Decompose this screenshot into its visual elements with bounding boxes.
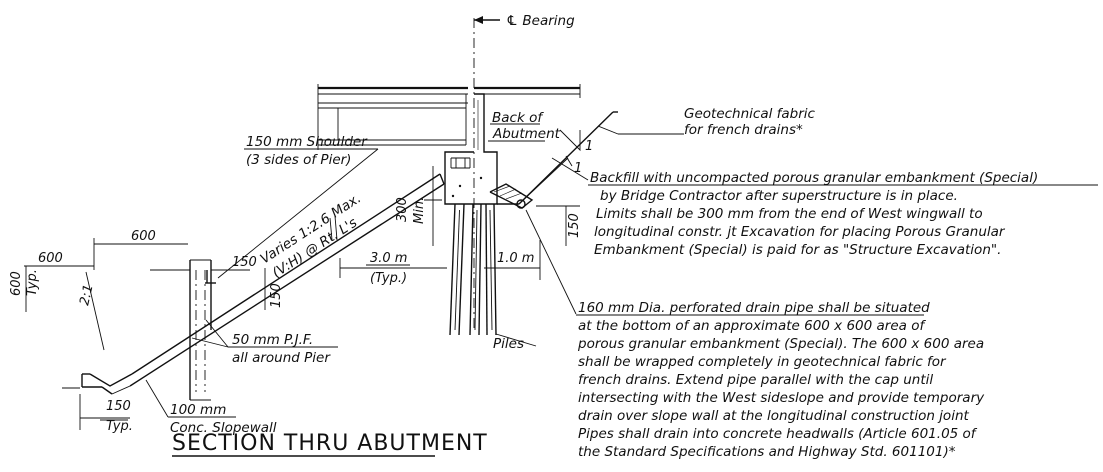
svg-text:150: 150 — [269, 283, 284, 308]
svg-text:shall be wrapped completely in: shall be wrapped completely in geotechni… — [578, 354, 947, 370]
dimensions: 600 600 600 Typ. 2:1 150 150 Typ. 150 30… — [9, 166, 582, 434]
svg-text:intersecting with the West sid: intersecting with the West sideslope and… — [578, 390, 985, 406]
svg-text:Pipes shall drain into concret: Pipes shall drain into concrete headwall… — [578, 426, 978, 442]
svg-text:(Typ.): (Typ.) — [370, 271, 407, 286]
svg-text:1.0 m: 1.0 m — [497, 251, 534, 266]
bearing-centerline: ℄ Bearing — [473, 13, 575, 330]
svg-text:100 mm: 100 mm — [170, 402, 226, 418]
svg-text:Min.: Min. — [412, 197, 427, 224]
svg-text:3.0 m: 3.0 m — [370, 251, 407, 266]
backfill-wedge: 1 1 — [489, 111, 684, 209]
svg-text:600: 600 — [9, 271, 24, 296]
svg-text:the Standard Specifications an: the Standard Specifications and Highway … — [578, 444, 956, 460]
superstructure — [317, 84, 581, 150]
abutment-cap — [444, 93, 498, 205]
piles-label: Piles — [493, 336, 524, 352]
svg-text:600: 600 — [38, 251, 63, 266]
svg-text:Limits shall be 300 mm from th: Limits shall be 300 mm from the end of W… — [596, 206, 983, 222]
svg-text:all around Pier: all around Pier — [232, 350, 331, 366]
pier — [189, 259, 212, 401]
slope-1b: 1 — [574, 161, 582, 176]
svg-text:Abutment: Abutment — [492, 126, 561, 142]
svg-text:at the bottom of an approximat: at the bottom of an approximate 600 x 60… — [578, 318, 926, 334]
section-title: SECTION THRU ABUTMENT — [172, 431, 488, 457]
svg-text:Conc. Slopewall: Conc. Slopewall — [170, 420, 277, 436]
svg-text:(3 sides of Pier): (3 sides of Pier) — [246, 152, 351, 168]
svg-text:600: 600 — [131, 229, 156, 244]
svg-text:300: 300 — [395, 197, 410, 222]
svg-text:longitudinal constr. jt Excav: longitudinal constr. jt Excavation for p… — [594, 224, 1006, 240]
svg-text:150 mm Shoulder: 150 mm Shoulder — [246, 134, 368, 150]
svg-text:by Bridge Contractor after sup: by Bridge Contractor after superstructur… — [600, 188, 958, 204]
svg-text:for french drains*: for french drains* — [684, 122, 803, 138]
drain-note: 160 mm Dia. perforated drain pipe shall … — [525, 209, 985, 460]
backfill-note: Backfill with uncompacted porous granula… — [551, 157, 1098, 258]
svg-text:Backfill with uncompacted poro: Backfill with uncompacted porous granula… — [590, 170, 1038, 186]
svg-text:french drains. Extend pipe pa: french drains. Extend pipe parallel with… — [578, 372, 933, 388]
piles: Piles — [449, 203, 537, 352]
slopewall-label: 100 mm Conc. Slopewall — [145, 379, 277, 436]
geotechnical-fabric-label: Geotechnical fabric for french drains* — [684, 106, 816, 138]
svg-text:Typ.: Typ. — [25, 269, 40, 296]
svg-text:porous granular embankment (Sp: porous granular embankment (Special). Th… — [577, 336, 984, 352]
svg-text:150: 150 — [567, 213, 582, 238]
svg-text:Back of: Back of — [492, 110, 544, 126]
svg-text:drain over slope wall at the l: drain over slope wall at the longitudina… — [578, 408, 969, 424]
shoulder-label: 150 mm Shoulder (3 sides of Pier) — [217, 134, 379, 279]
svg-text:160 mm Dia. perforated drain p: 160 mm Dia. perforated drain pipe shall … — [578, 300, 930, 316]
svg-text:Typ.: Typ. — [106, 419, 133, 434]
back-of-abutment-label: Back of Abutment — [488, 110, 561, 142]
pjf-label: 50 mm P.J.F. all around Pier — [191, 319, 338, 366]
bearing-label: ℄ Bearing — [506, 13, 575, 29]
svg-text:Geotechnical fabric: Geotechnical fabric — [684, 106, 816, 122]
svg-text:150: 150 — [106, 399, 131, 414]
svg-text:SECTION THRU ABUTMENT: SECTION THRU ABUTMENT — [172, 431, 488, 456]
svg-text:150: 150 — [232, 255, 257, 270]
svg-text:Embankment (Special) is paid f: Embankment (Special) is paid for as "Str… — [594, 242, 1001, 258]
slope-1a: 1 — [585, 139, 593, 154]
slopewall — [62, 173, 445, 395]
svg-text:2:1: 2:1 — [77, 283, 96, 307]
svg-text:50 mm P.J.F.: 50 mm P.J.F. — [232, 332, 313, 348]
